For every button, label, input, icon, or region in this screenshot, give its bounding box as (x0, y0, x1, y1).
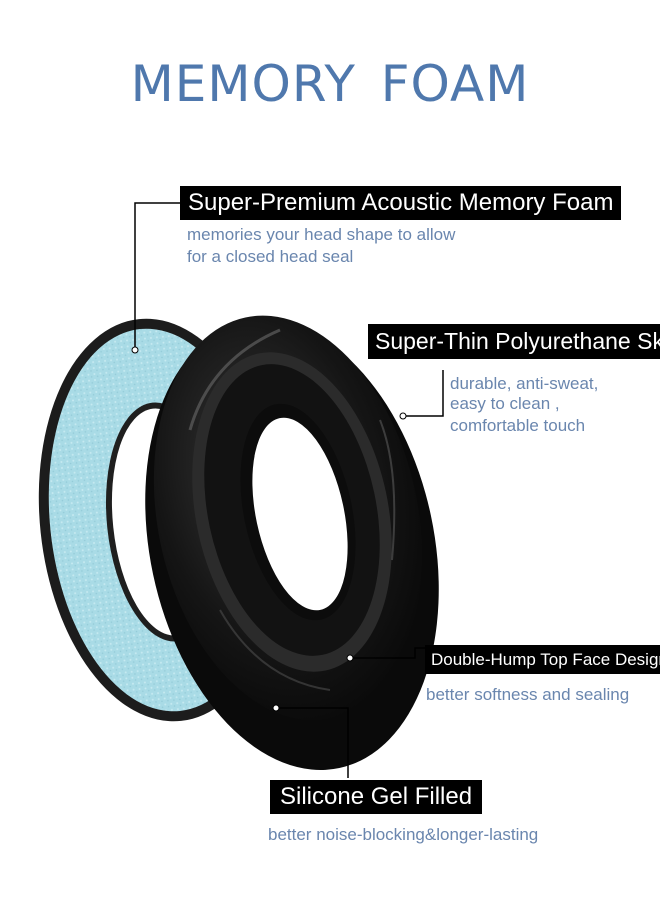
feature-desc-memory-foam-line2: for a closed head seal (187, 247, 354, 266)
feature-desc-skin-line1: durable, anti-sweat, (450, 374, 599, 393)
feature-desc-memory-foam-line1: memories your head shape to allow (187, 225, 456, 244)
feature-desc-silicone-gel: better noise-blocking&longer-lasting (268, 825, 539, 844)
feature-desc-double-hump: better softness and sealing (426, 685, 630, 704)
feature-desc-skin-line2: easy to clean , (450, 394, 560, 413)
feature-heading-double-hump: Double-Hump Top Face Design (425, 645, 660, 674)
feature-heading-memory-foam: Super-Premium Acoustic Memory Foam (180, 186, 622, 220)
feature-heading-silicone-gel: Silicone Gel Filled (270, 780, 483, 814)
feature-desc-skin-line3: comfortable touch (450, 416, 586, 435)
feature-heading-polyurethane-skin: Super-Thin Polyurethane Skin (368, 324, 660, 359)
page-title: MEMORY FOAM (130, 55, 530, 113)
